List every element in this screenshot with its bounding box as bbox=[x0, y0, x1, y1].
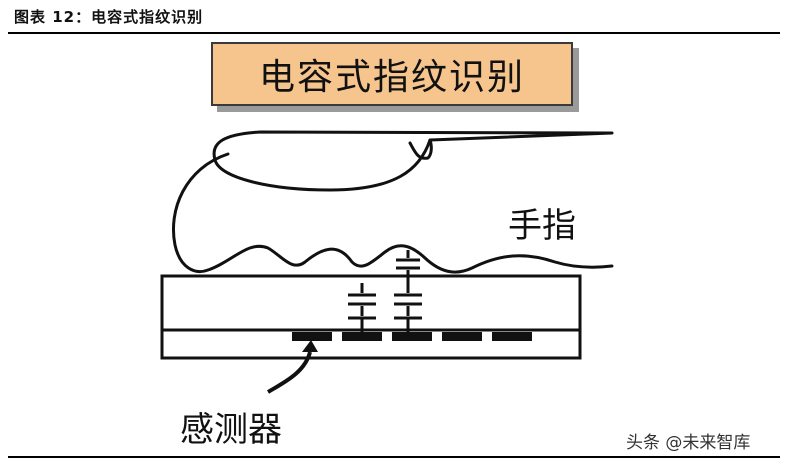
bottom-rule bbox=[8, 456, 780, 458]
finger-outline bbox=[212, 130, 614, 192]
electrode-pad bbox=[442, 332, 482, 341]
electrode-pad bbox=[492, 332, 532, 341]
diagram-title: 电容式指纹识别 bbox=[258, 57, 525, 98]
sensor-label: 感测器 bbox=[180, 410, 282, 450]
capacitor-symbol bbox=[348, 283, 376, 332]
electrode-pads bbox=[292, 332, 532, 341]
capacitor-symbol bbox=[394, 250, 422, 332]
watermark: 头条 @未来智库 bbox=[626, 433, 751, 453]
sensor-bottom-layer bbox=[160, 328, 582, 360]
electrode-pad bbox=[392, 332, 432, 341]
finger-body bbox=[172, 152, 614, 274]
diagram-title-box: 电容式指纹识别 bbox=[211, 42, 573, 106]
electrode-pad bbox=[292, 332, 332, 341]
electrode-pad bbox=[342, 332, 382, 341]
top-rule bbox=[8, 32, 780, 34]
fingernail bbox=[408, 138, 433, 160]
finger-label: 手指 bbox=[508, 206, 576, 246]
figure-caption: 图表 12：电容式指纹识别 bbox=[14, 8, 204, 26]
sensor-arrow bbox=[266, 340, 318, 394]
